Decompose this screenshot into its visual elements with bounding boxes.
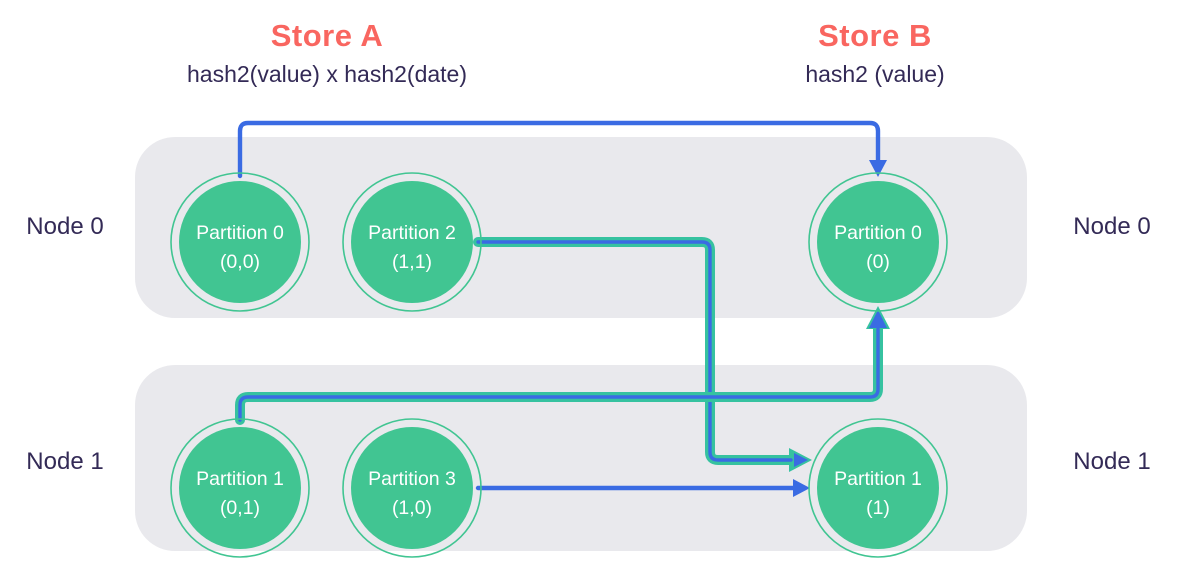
store-b-title: Store B bbox=[818, 18, 932, 53]
partition-name: Partition 0 bbox=[834, 222, 922, 244]
store-a-header: Store A hash2(value) x hash2(date) bbox=[117, 18, 537, 88]
node-0-row bbox=[135, 137, 1027, 318]
partition-name: Partition 1 bbox=[196, 468, 284, 490]
node-1-label-left: Node 1 bbox=[26, 448, 104, 475]
partition-node1-store-b-1: Partition 1 (1) bbox=[808, 418, 948, 558]
store-b-hash-formula: hash2 (value) bbox=[805, 61, 945, 87]
arrow-p21-to-p1 bbox=[473, 237, 812, 472]
partition-coords: (1,0) bbox=[392, 497, 432, 519]
store-b-header: Store B hash2 (value) bbox=[665, 18, 1085, 88]
partition-node0-store-a-2: Partition 2 (1,1) bbox=[342, 172, 482, 312]
arrowhead-right-inner-icon bbox=[794, 453, 808, 467]
arrow-p00-to-p0 bbox=[237, 120, 887, 179]
partition-node0-store-a-0: Partition 0 (0,0) bbox=[170, 172, 310, 312]
partition-coords: (1,1) bbox=[392, 251, 432, 273]
partition-name: Partition 2 bbox=[368, 222, 456, 244]
partition-node1-store-a-1: Partition 1 (0,1) bbox=[170, 418, 310, 558]
arrowhead-right-blue-icon bbox=[793, 479, 810, 497]
partition-name: Partition 1 bbox=[834, 468, 922, 490]
partition-node0-store-b-0: Partition 0 (0) bbox=[808, 172, 948, 312]
store-a-hash-formula: hash2(value) x hash2(date) bbox=[187, 61, 467, 87]
partition-coords: (0,1) bbox=[220, 497, 260, 519]
arrow-p31-to-p1 bbox=[475, 479, 810, 497]
arrowhead-up-inner-icon bbox=[869, 310, 887, 328]
partition-coords: (1) bbox=[866, 497, 890, 519]
partition-coords: (0) bbox=[866, 251, 890, 273]
partition-name: Partition 3 bbox=[368, 468, 456, 490]
node-0-label-left: Node 0 bbox=[26, 213, 104, 240]
partition-name: Partition 0 bbox=[196, 222, 284, 244]
arrow-p01-to-p0 bbox=[235, 306, 890, 425]
partition-coords: (0,0) bbox=[220, 251, 260, 273]
partition-node1-store-a-3: Partition 3 (1,0) bbox=[342, 418, 482, 558]
arrowhead-down-icon bbox=[869, 160, 887, 177]
node-0-label-right: Node 0 bbox=[1073, 213, 1151, 240]
node-1-label-right: Node 1 bbox=[1073, 448, 1151, 475]
store-a-title: Store A bbox=[270, 18, 384, 53]
